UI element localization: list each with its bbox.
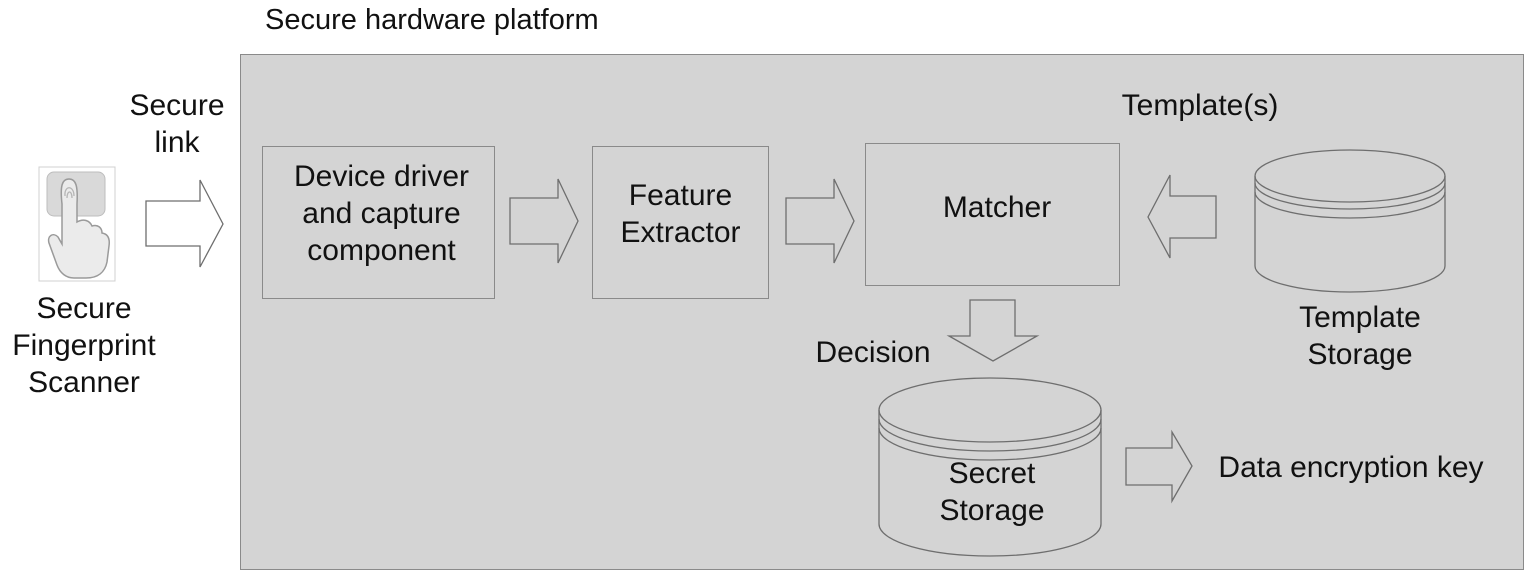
feature-extractor-box [592,146,769,299]
secure-hardware-platform [240,54,1524,570]
feature-extractor-label: Feature Extractor [620,179,741,249]
device-driver-box [262,146,495,299]
arrow-extractor-to-matcher [785,178,855,264]
template-storage-label: Template Storage [1299,301,1421,371]
templates-label: Template(s) [1121,89,1279,122]
arrow-templates-to-matcher [1147,174,1217,259]
arrow-decision-down [946,299,1040,362]
matcher-label: Matcher [942,191,1052,224]
scanner-label: Secure Fingerprint Scanner [12,292,156,399]
template-storage-cylinder [1254,149,1446,293]
device-driver-label: Device driver and capture component [293,160,470,267]
fingerprint-touch-icon [38,166,116,282]
platform-title: Secure hardware platform [265,4,599,36]
arrow-to-encryption-key [1125,429,1193,504]
arrow-scanner-to-driver [145,179,224,268]
secure-link-label: Secure link [129,89,225,159]
matcher-box [865,143,1120,286]
secret-storage-cylinder [878,377,1102,557]
data-encryption-key-label: Data encryption key [1218,451,1484,484]
arrow-driver-to-extractor [509,178,579,264]
secret-storage-label: Secret Storage [939,457,1045,527]
decision-label: Decision [815,336,931,369]
